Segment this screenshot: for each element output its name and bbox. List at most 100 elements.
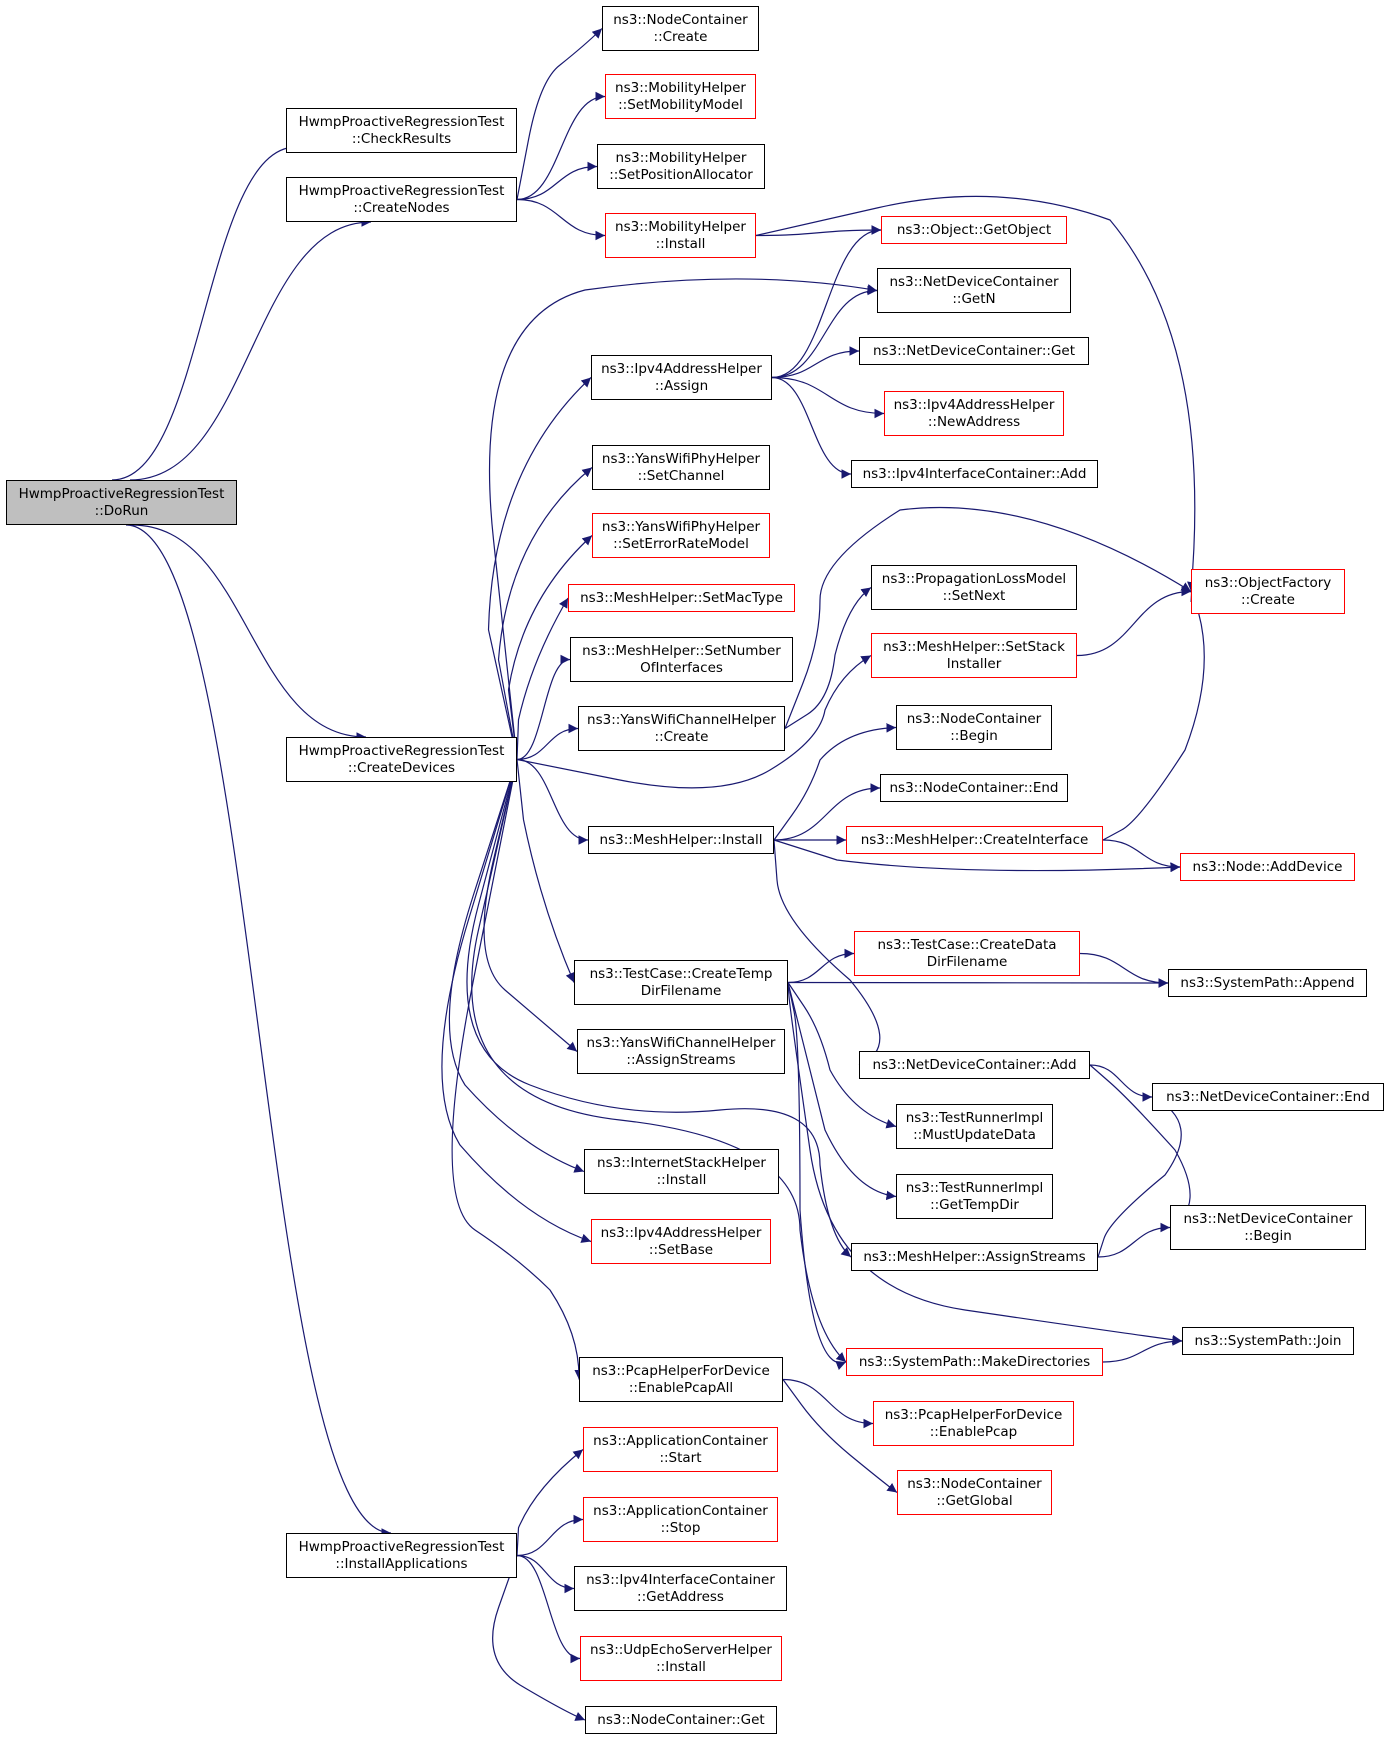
node-label-line: ::EnablePcap bbox=[929, 1423, 1018, 1440]
node-node-adddevice[interactable]: ns3::Node::AddDevice bbox=[1180, 853, 1355, 881]
node-ndc-end[interactable]: ns3::NetDeviceContainer::End bbox=[1152, 1083, 1384, 1111]
edge-ndc_add-to-ndc_end bbox=[1089, 1064, 1153, 1102]
node-label-line: ::Begin bbox=[950, 727, 998, 744]
edge-tc_createdata-to-sp_append bbox=[1079, 952, 1169, 988]
node-ndc-add[interactable]: ns3::NetDeviceContainer::Add bbox=[859, 1051, 1090, 1079]
node-label-line: DirFilename bbox=[926, 953, 1008, 970]
node-label-line: ns3::ApplicationContainer bbox=[593, 1432, 768, 1449]
node-label-line: ns3::Ipv4InterfaceContainer bbox=[586, 1571, 775, 1588]
node-obj-getobject[interactable]: ns3::Object::GetObject bbox=[881, 216, 1067, 244]
edge-createnodes-to-nc_create bbox=[516, 28, 603, 200]
node-ipv4-assign[interactable]: ns3::Ipv4AddressHelper::Assign bbox=[591, 355, 772, 400]
node-udp-install[interactable]: ns3::UdpEchoServerHelper::Install bbox=[580, 1636, 782, 1681]
node-label-line: HwmpProactiveRegressionTest bbox=[18, 485, 225, 502]
node-label-line: ns3::TestRunnerImpl bbox=[905, 1109, 1044, 1126]
edge-createdevices-to-mesh_assign bbox=[466, 759, 852, 1258]
node-label-line: ns3::Ipv4AddressHelper bbox=[600, 1224, 762, 1241]
edge-mesh_install-to-ndc_add bbox=[773, 839, 881, 1066]
edge-yanschan_create-to-objfactory_create bbox=[784, 506, 1192, 729]
edge-mesh_setstack-to-objfactory_create bbox=[1076, 586, 1192, 657]
node-label-line: ns3::NodeContainer::Get bbox=[597, 1711, 765, 1728]
node-ipv4-setbase[interactable]: ns3::Ipv4AddressHelper::SetBase bbox=[591, 1219, 771, 1264]
edge-createdevices-to-ipv4_assign bbox=[487, 377, 592, 760]
node-mesh-createif[interactable]: ns3::MeshHelper::CreateInterface bbox=[846, 826, 1103, 854]
node-label-line: ns3::NodeContainer bbox=[906, 710, 1042, 727]
node-yanschan-create[interactable]: ns3::YansWifiChannelHelper::Create bbox=[578, 706, 785, 751]
edge-mob_install-to-obj_getobject bbox=[755, 225, 882, 237]
node-mesh-assign[interactable]: ns3::MeshHelper::AssignStreams bbox=[851, 1243, 1098, 1271]
edge-createdevices-to-ndc_getn bbox=[488, 278, 878, 760]
node-label-line: ns3::YansWifiChannelHelper bbox=[587, 711, 776, 728]
edge-dorun-to-createnodes bbox=[129, 217, 372, 481]
node-ipv4ic-getaddr[interactable]: ns3::Ipv4InterfaceContainer::GetAddress bbox=[574, 1566, 787, 1611]
node-app-stop[interactable]: ns3::ApplicationContainer::Stop bbox=[583, 1497, 778, 1542]
node-objfactory-create[interactable]: ns3::ObjectFactory::Create bbox=[1191, 569, 1345, 614]
node-nc-getglobal[interactable]: ns3::NodeContainer::GetGlobal bbox=[897, 1470, 1052, 1515]
node-label-line: ::Assign bbox=[654, 377, 709, 394]
node-label-line: ns3::MeshHelper::SetStack bbox=[883, 638, 1065, 655]
node-mob-install[interactable]: ns3::MobilityHelper::Install bbox=[605, 213, 756, 258]
node-ndc-get[interactable]: ns3::NetDeviceContainer::Get bbox=[859, 337, 1089, 365]
node-installapps[interactable]: HwmpProactiveRegressionTest::InstallAppl… bbox=[286, 1533, 517, 1578]
node-nc-create[interactable]: ns3::NodeContainer::Create bbox=[602, 6, 759, 51]
node-ndc-begin[interactable]: ns3::NetDeviceContainer::Begin bbox=[1170, 1205, 1366, 1250]
node-label-line: ns3::NetDeviceContainer::Add bbox=[872, 1056, 1077, 1073]
node-ndc-getn[interactable]: ns3::NetDeviceContainer::GetN bbox=[877, 268, 1071, 313]
node-mesh-install[interactable]: ns3::MeshHelper::Install bbox=[588, 826, 774, 854]
node-label-line: ns3::PcapHelperForDevice bbox=[592, 1362, 770, 1379]
node-checkresults[interactable]: HwmpProactiveRegressionTest::CheckResult… bbox=[286, 108, 517, 153]
node-label-line: ::CreateDevices bbox=[347, 759, 456, 776]
node-label-line: ns3::Ipv4AddressHelper bbox=[893, 396, 1055, 413]
node-yans-setchannel[interactable]: ns3::YansWifiPhyHelper::SetChannel bbox=[592, 445, 770, 490]
node-label-line: ::Create bbox=[1241, 591, 1295, 608]
node-pcap-enableall[interactable]: ns3::PcapHelperForDevice::EnablePcapAll bbox=[579, 1357, 783, 1402]
edge-installapps-to-ipv4ic_getaddr bbox=[516, 1554, 575, 1594]
node-label-line: ns3::YansWifiPhyHelper bbox=[601, 450, 761, 467]
node-sp-append[interactable]: ns3::SystemPath::Append bbox=[1168, 969, 1367, 997]
edge-createdevices-to-pcap_enableall bbox=[451, 759, 584, 1380]
edge-mesh_createif-to-node_adddevice bbox=[1102, 839, 1181, 872]
edge-sp_makedirs-to-sp_join bbox=[1102, 1336, 1183, 1363]
node-label-line: ns3::NetDeviceContainer::End bbox=[1166, 1088, 1370, 1105]
node-nc-begin[interactable]: ns3::NodeContainer::Begin bbox=[896, 705, 1052, 750]
node-tri-mustupdate[interactable]: ns3::TestRunnerImpl::MustUpdateData bbox=[896, 1104, 1053, 1149]
node-inet-install[interactable]: ns3::InternetStackHelper::Install bbox=[584, 1149, 779, 1194]
node-mesh-setmac[interactable]: ns3::MeshHelper::SetMacType bbox=[568, 584, 795, 612]
node-label-line: ns3::MeshHelper::CreateInterface bbox=[860, 831, 1089, 848]
node-label-line: ::Create bbox=[653, 28, 708, 45]
node-pcap-enable[interactable]: ns3::PcapHelperForDevice::EnablePcap bbox=[873, 1401, 1074, 1446]
node-app-start[interactable]: ns3::ApplicationContainer::Start bbox=[583, 1427, 778, 1472]
node-prop-setnext[interactable]: ns3::PropagationLossModel::SetNext bbox=[871, 565, 1077, 610]
node-mob-setpos[interactable]: ns3::MobilityHelper::SetPositionAllocato… bbox=[597, 144, 765, 189]
node-label-line: ::GetAddress bbox=[637, 1588, 724, 1605]
node-createdevices[interactable]: HwmpProactiveRegressionTest::CreateDevic… bbox=[286, 737, 517, 782]
node-nc-end[interactable]: ns3::NodeContainer::End bbox=[880, 774, 1068, 802]
node-label-line: ::CheckResults bbox=[351, 130, 452, 147]
node-ipv4-newaddr[interactable]: ns3::Ipv4AddressHelper::NewAddress bbox=[884, 391, 1064, 436]
node-sp-join[interactable]: ns3::SystemPath::Join bbox=[1182, 1327, 1354, 1355]
node-mob-setmodel[interactable]: ns3::MobilityHelper::SetMobilityModel bbox=[605, 74, 756, 119]
node-label-line: ns3::MeshHelper::Install bbox=[599, 831, 763, 848]
node-yans-seterr[interactable]: ns3::YansWifiPhyHelper::SetErrorRateMode… bbox=[592, 513, 770, 558]
node-label-line: ns3::SystemPath::Append bbox=[1180, 974, 1355, 991]
edge-ipv4_assign-to-ndc_get bbox=[771, 346, 860, 379]
node-ipv4ic-add[interactable]: ns3::Ipv4InterfaceContainer::Add bbox=[851, 460, 1098, 488]
edge-ipv4_assign-to-ndc_getn bbox=[771, 285, 878, 379]
node-label-line: ns3::Ipv4AddressHelper bbox=[601, 360, 762, 377]
node-yanschan-assign[interactable]: ns3::YansWifiChannelHelper::AssignStream… bbox=[577, 1029, 785, 1074]
node-nc-get[interactable]: ns3::NodeContainer::Get bbox=[585, 1706, 777, 1734]
node-label-line: ns3::ObjectFactory bbox=[1204, 574, 1332, 591]
node-tri-gettemp[interactable]: ns3::TestRunnerImpl::GetTempDir bbox=[896, 1174, 1053, 1219]
node-label-line: ::SetBase bbox=[648, 1241, 714, 1258]
node-createnodes[interactable]: HwmpProactiveRegressionTest::CreateNodes bbox=[286, 177, 517, 222]
node-label-line: ns3::MobilityHelper bbox=[615, 149, 747, 166]
node-label-line: ::GetTempDir bbox=[930, 1196, 1019, 1213]
edge-mesh_install-to-node_adddevice bbox=[773, 839, 1181, 873]
edge-yanschan_create-to-prop_setnext bbox=[784, 587, 872, 730]
edge-ipv4_assign-to-obj_getobject bbox=[771, 225, 882, 379]
node-sp-makedirs[interactable]: ns3::SystemPath::MakeDirectories bbox=[846, 1348, 1103, 1376]
